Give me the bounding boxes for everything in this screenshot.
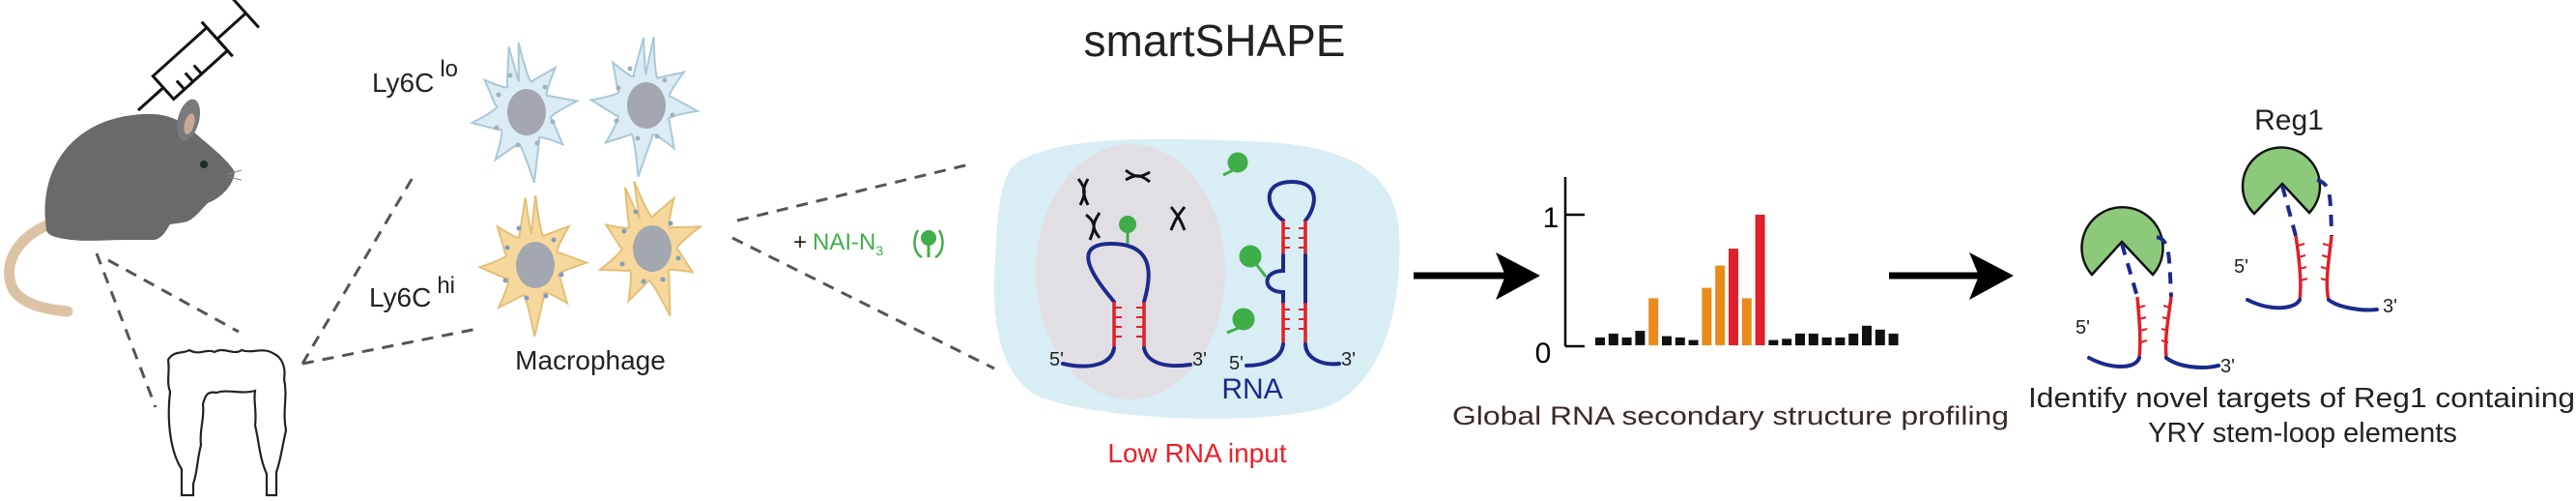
macrophage-cell-lo bbox=[588, 36, 701, 178]
complex2-three-prime: 3' bbox=[2383, 296, 2397, 317]
bar-3 bbox=[1621, 337, 1632, 345]
bar-11 bbox=[1729, 249, 1738, 345]
cell-nucleus bbox=[627, 82, 666, 129]
cell-schematic: 5' 3' 5' 3' RNA bbox=[993, 138, 1400, 419]
profiling-caption: Global RNA secondary structure profiling bbox=[1452, 401, 2009, 430]
reg1-label: Reg1 bbox=[2254, 104, 2324, 136]
bar-7 bbox=[1674, 337, 1685, 345]
arrow-right-icon bbox=[1414, 252, 1540, 300]
mouse-icon bbox=[4, 99, 243, 317]
bar-20 bbox=[1848, 333, 1859, 346]
bar-17 bbox=[1808, 333, 1818, 346]
macrophage-cell-lo bbox=[469, 43, 581, 184]
rna-stem-loop-1 bbox=[1061, 216, 1192, 368]
reactivity-bar-chart: 1 0 bbox=[1535, 177, 1899, 369]
bar-4 bbox=[1635, 331, 1646, 345]
bar-6 bbox=[1662, 336, 1672, 346]
macrophage-cell-hi bbox=[597, 181, 703, 316]
rna-label: RNA bbox=[1221, 373, 1282, 405]
bar-19 bbox=[1835, 337, 1846, 345]
nucleus bbox=[1036, 144, 1225, 399]
bar-8 bbox=[1688, 339, 1699, 345]
bar-10 bbox=[1715, 265, 1726, 345]
y-tick-label-0: 0 bbox=[1535, 338, 1552, 369]
bar-16 bbox=[1795, 333, 1805, 346]
rna-stem-loop-2 bbox=[1245, 179, 1341, 368]
targets-caption-line2: YRY stem-loop elements bbox=[2148, 418, 2457, 449]
cell-nucleus bbox=[507, 89, 546, 135]
complex1-three-prime: 3' bbox=[2220, 356, 2235, 377]
bar-23 bbox=[1888, 333, 1899, 346]
reg1-protein-icon bbox=[2080, 205, 2164, 277]
y-tick-label-1: 1 bbox=[1543, 202, 1560, 234]
rna1-five-prime: 5' bbox=[1049, 349, 1064, 370]
cell-nucleus bbox=[633, 225, 672, 272]
connector-lines bbox=[95, 162, 995, 408]
bar-9 bbox=[1702, 287, 1712, 345]
bar-21 bbox=[1862, 325, 1872, 346]
chromosome-icons bbox=[1076, 168, 1187, 241]
bar-22 bbox=[1875, 329, 1885, 345]
low-rna-input-label: Low RNA input bbox=[1107, 438, 1286, 468]
reg1-protein-icon bbox=[2241, 146, 2322, 216]
bar-14 bbox=[1768, 339, 1779, 345]
macrophage-label: Macrophage bbox=[515, 345, 666, 375]
complex1-five-prime: 5' bbox=[2075, 317, 2090, 339]
syringe-icon bbox=[136, 0, 260, 112]
macrophage-cell-hi bbox=[476, 194, 590, 338]
reagent-probe-icon bbox=[913, 229, 944, 259]
probe-molecules bbox=[1222, 152, 1268, 335]
bar-15 bbox=[1782, 339, 1792, 346]
bar-13 bbox=[1755, 215, 1765, 345]
bar-12 bbox=[1741, 298, 1752, 345]
reg1-rna-complex-1 bbox=[2080, 205, 2220, 369]
bar-2 bbox=[1608, 333, 1618, 346]
colon-icon bbox=[166, 348, 288, 497]
targets-caption-line1: Identify novel targets of Reg1 containin… bbox=[2028, 383, 2575, 414]
rna2-five-prime: 5' bbox=[1229, 353, 1244, 374]
complex2-five-prime: 5' bbox=[2234, 256, 2248, 278]
smartshape-title: smartSHAPE bbox=[1084, 15, 1346, 66]
rna1-three-prime: 3' bbox=[1192, 349, 1207, 370]
reg1-rna-complex-2 bbox=[2241, 146, 2379, 312]
reagent-label: +NAI-N3 bbox=[793, 229, 883, 258]
bar-1 bbox=[1595, 337, 1605, 345]
arrow-right-icon bbox=[1889, 252, 2014, 300]
cell-nucleus bbox=[516, 242, 555, 288]
rna2-three-prime: 3' bbox=[1341, 349, 1356, 370]
bar-5 bbox=[1648, 298, 1659, 345]
bar-18 bbox=[1821, 337, 1832, 345]
